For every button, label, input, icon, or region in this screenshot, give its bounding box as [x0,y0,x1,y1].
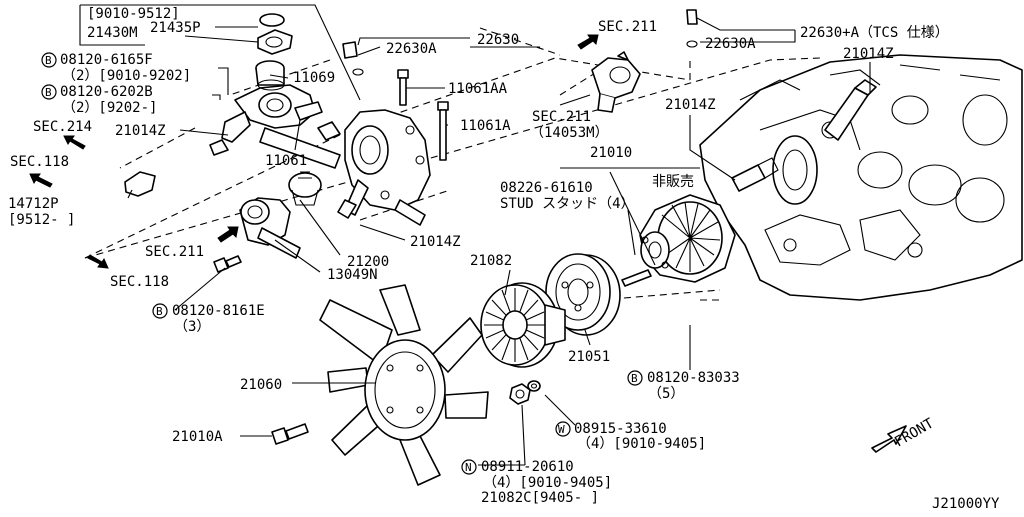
label-08911-20610: 08911-20610 [481,459,574,475]
arrow-sec118-low [87,254,109,269]
label-08120-6202B: 08120-6202B [60,84,153,100]
sensor-22630A-TCS [686,9,698,48]
label-sec214: SEC.214 [33,119,92,135]
label-21010A: 21010A [172,429,223,445]
label-11069: 11069 [293,70,335,86]
label-front: FRONT [892,415,937,450]
label-14712P-range: [9512- ] [8,212,75,228]
part-labels: [9010-9512] 21435P 21430M 22630A 22630 S… [8,6,1000,512]
arrow-sec118-top [29,173,53,188]
cooling-fan-21060 [319,284,489,486]
arrow-sec211-top [577,34,599,50]
badge-w [555,421,571,437]
thermostat-housing [239,197,301,259]
label-22630A-1: 22630A [386,41,437,57]
label-sec211-mid: SEC.211 [532,109,591,125]
water-pump [639,194,736,283]
label-08915-33610-detail: （4）[9010-9405] [577,436,706,452]
label-08120-6165F: 08120-6165F [60,52,153,68]
fan-coupling-21082 [480,282,566,368]
label-22630A-TCS: 22630+A（TCS 仕様） [800,25,949,41]
sensor-21014Z-outlet [342,41,364,76]
arrow-sec211-low [217,226,239,243]
badge-b-3-letter: B [156,305,163,318]
diagram-id: J21000YY [932,496,1000,512]
label-21051: 21051 [568,349,610,365]
label-21014Z-left: 21014Z [115,123,166,139]
arrow-sec214 [63,135,86,150]
label-21082C: 21082C[9405- ] [481,490,599,506]
label-hibaihin: 非販売 [652,174,694,190]
label-08120-8161E-detail: （3） [174,319,210,335]
badge-n [461,459,477,475]
label-11061A: 11061A [460,118,511,134]
label-21014Z-low: 21014Z [410,234,461,250]
label-08226-61610: 08226-61610 [500,180,593,196]
label-08120-6202B-detail: （2）[9202-] [62,100,157,116]
badge-b-4-letter: B [631,372,638,385]
hose-pieces [209,139,357,219]
label-21082: 21082 [470,253,512,269]
elbow-sec211 [591,51,641,113]
label-21435P: 21435P [150,20,201,36]
label-sec211-top: SEC.211 [598,19,657,35]
label-22630: 22630 [477,32,519,48]
label-21430M: 21430M [87,25,138,41]
filler-neck-11069 [255,60,285,91]
label-14053M: （14053M） [530,125,609,141]
bolt-11061A [437,101,449,161]
direction-arrows [29,34,907,453]
label-stud: STUD スタッド（4） [500,196,635,212]
nut-08911 [509,383,531,405]
cap-21430M [257,29,293,55]
badge-n-letter: N [465,461,472,474]
badge-b-2 [41,84,57,100]
bolt-08120-8161E [213,255,242,273]
label-13049N: 13049N [327,267,378,283]
label-range-9010-9512: [9010-9512] [87,6,180,22]
bolt-21010A [271,423,309,445]
temp-sensor-engine [824,79,877,141]
label-08911-20610-detail: （4）[9010-9405] [483,475,612,491]
label-11061AA: 11061AA [448,81,508,97]
bolt-11061AA [397,69,409,106]
label-11061: 11061 [265,153,307,169]
badge-b-1-letter: B [45,54,52,67]
label-08120-6165F-detail: （2）[9010-9202] [62,68,191,84]
thermostat-21200 [288,171,322,206]
label-08120-83033: 08120-83033 [647,370,740,386]
label-21060: 21060 [240,377,282,393]
sensor-21014Z-block [731,157,779,192]
label-08915-33610: 08915-33610 [574,421,667,437]
gasket-14712P [124,171,156,197]
label-08120-83033-detail: （5） [648,386,684,402]
front-arrow [871,425,907,453]
badge-b-2-letter: B [45,86,52,99]
label-21010: 21010 [590,145,632,161]
leader-lines [79,4,871,466]
gasket-21435P [259,13,285,27]
label-22630A-2: 22630A [705,36,756,52]
stud-08226 [621,269,652,287]
label-21200: 21200 [347,254,389,270]
front-housing [344,109,431,226]
label-sec118-top: SEC.118 [10,154,69,170]
label-21014Z-mid: 21014Z [665,97,716,113]
washer-08915 [527,380,541,392]
label-sec118-low: SEC.118 [110,274,169,290]
label-14712P: 14712P [8,196,59,212]
badge-b-4 [627,370,643,386]
label-21014Z-right: 21014Z [843,46,894,62]
water-outlet-11061 [221,84,341,169]
badge-b-3 [152,303,168,319]
label-sec211-low: SEC.211 [145,244,204,260]
badge-w-letter: W [558,423,565,436]
badge-b-1 [41,52,57,68]
engine-block [699,54,1023,301]
label-08120-8161E: 08120-8161E [172,303,265,319]
